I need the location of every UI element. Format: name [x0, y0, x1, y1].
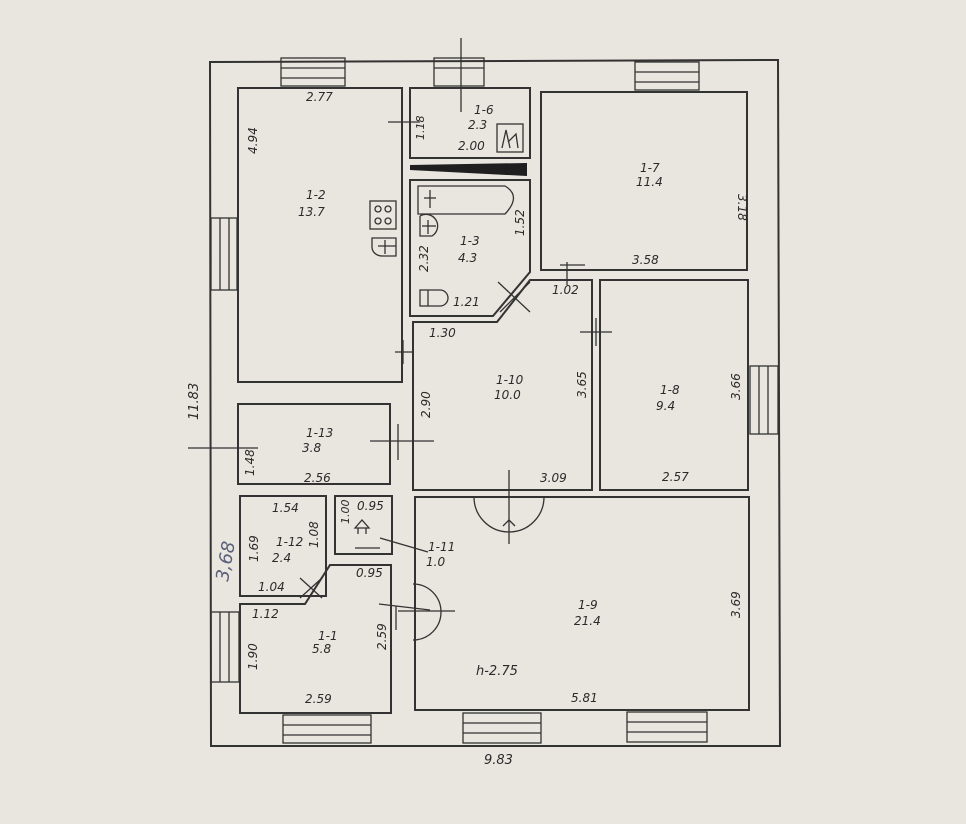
room-1-2-id: 1-2: [306, 188, 326, 202]
room-1-2: [237, 87, 403, 383]
room-1-12-dim: 1.69: [247, 535, 261, 562]
room-1-6-id: 1-6: [474, 103, 494, 117]
room-1-8-dim: 3.66: [729, 373, 743, 400]
room-1-10-dim: 2.90: [419, 391, 433, 418]
kitchen-sink-icon: [371, 237, 397, 257]
room-1-9-id: 1-9: [578, 598, 598, 612]
room-1-11: [334, 495, 393, 555]
room-1-12-id: 1-12: [276, 535, 303, 549]
heater-icon: [353, 519, 371, 534]
stove-icon: [369, 200, 397, 230]
outer-wall: [208, 58, 782, 747]
room-1-10-dim: 3.65: [575, 371, 589, 398]
room-1-2-area: 13.7: [298, 205, 325, 219]
room-1-3-dim: 1.21: [453, 295, 480, 309]
room-1-11-area: 1.0: [426, 555, 445, 569]
room-1-8: [599, 279, 749, 491]
room-1-10-dim: 1.30: [429, 326, 456, 340]
room-1-1-dim: 1.90: [246, 643, 260, 670]
room-1-11-dim: 1.00: [339, 500, 352, 525]
room-1-1-dim: 2.59: [305, 692, 332, 706]
room-1-9-area: 21.4: [574, 614, 601, 628]
room-1-8-dim: 2.57: [662, 470, 689, 484]
room-1-12-dim: 1.08: [307, 521, 321, 548]
room-1-12-dim: 1.54: [272, 501, 299, 515]
overall-width: 9.83: [484, 753, 513, 768]
room-1-10-id: 1-10: [496, 373, 524, 387]
room-1-11-id: 1-11: [428, 540, 455, 554]
room-1-13-id: 1-13: [306, 426, 333, 440]
room-1-10-dim: 1.02: [552, 283, 579, 297]
room-1-2-dim: 4.94: [246, 127, 260, 154]
handwritten-note: 3,68: [212, 540, 240, 583]
room-1-10: [412, 279, 593, 491]
room-1-1-dim: 1.12: [252, 607, 279, 621]
room-1-9: [414, 496, 750, 711]
room-1-3-id: 1-3: [460, 234, 480, 248]
room-1-13-dim: 2.56: [304, 471, 331, 485]
sink-icon: [419, 213, 439, 237]
room-1-11-dim: 0.95: [357, 499, 384, 513]
overall-depth: 11.83: [187, 383, 202, 420]
ceiling-height: h-2.75: [476, 664, 518, 679]
room-1-1-area: 5.8: [312, 642, 331, 656]
wall-strip: [410, 163, 527, 176]
toilet-icon: [419, 289, 449, 307]
room-1-11-dim: 0.95: [356, 566, 383, 580]
room-1-3-dim: 1.52: [513, 209, 527, 236]
room-1-2-dim: 2.77: [306, 90, 333, 104]
room-1-6-dim: 2.00: [458, 139, 485, 153]
room-1-8-id: 1-8: [660, 383, 680, 397]
room-1-6: [409, 87, 531, 159]
windows: [210, 57, 779, 744]
room-1-13-area: 3.8: [302, 441, 321, 455]
room-1-12-dim: 1.04: [258, 580, 285, 594]
room-1-7: [540, 91, 748, 271]
bathtub-icon: [417, 185, 515, 215]
room-1-7-area: 11.4: [636, 175, 663, 189]
room-1-1-dim: 2.59: [375, 623, 389, 650]
room-1-12-area: 2.4: [272, 551, 291, 565]
room-1-10-area: 10.0: [494, 388, 521, 402]
room-1-9-dim: 5.81: [571, 691, 598, 705]
room-1-12: [239, 495, 327, 597]
room-1-1: [239, 564, 392, 714]
room-1-7-dim: 3.18: [735, 194, 749, 221]
room-1-7-id: 1-7: [640, 161, 660, 175]
room-1-3-area: 4.3: [458, 251, 477, 265]
room-1-10-dim: 3.09: [540, 471, 567, 485]
room-1-3-dim: 2.32: [417, 245, 431, 272]
labels: 9.83 11.83 h-2.75 3,68 1-1 5.8 2.59 1.90…: [187, 90, 749, 768]
room-1-6-dim: 1.18: [414, 116, 427, 141]
room-1-8-area: 9.4: [656, 399, 675, 413]
room-1-6-area: 2.3: [468, 118, 487, 132]
room-1-13: [237, 403, 391, 485]
room-1-1-id: 1-1: [318, 629, 338, 643]
room-1-7-dim: 3.58: [632, 253, 659, 267]
boiler-icon: [496, 123, 524, 153]
room-1-9-dim: 3.69: [729, 591, 743, 618]
door-marks: [188, 38, 612, 641]
room-1-13-dim: 1.48: [243, 449, 257, 476]
